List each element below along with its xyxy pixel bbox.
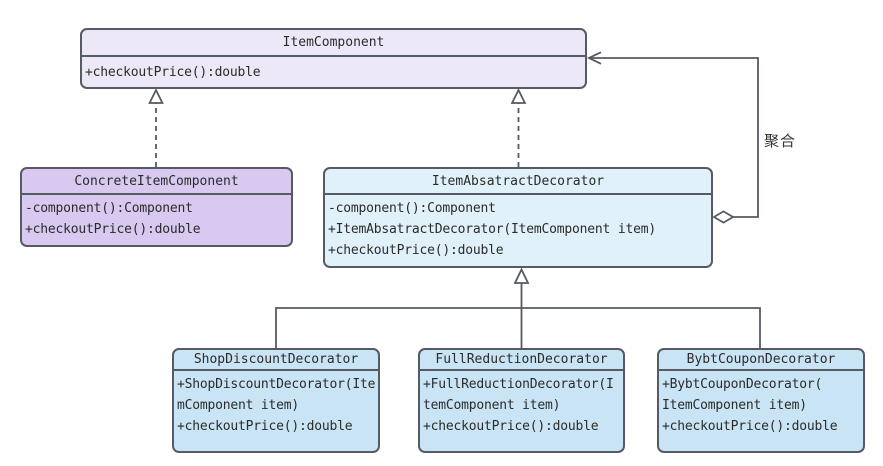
class-member: temComponent item): [423, 398, 561, 413]
class-member: -component():Component: [25, 201, 193, 216]
class-member: -component():Component: [328, 201, 496, 216]
class-member: +FullReductionDecorator(I: [423, 377, 614, 392]
class-member: +BybtCouponDecorator(: [662, 377, 823, 392]
class-members: +ShopDiscountDecorator(Ite mComponent it…: [174, 371, 378, 437]
class-title: ItemComponent: [82, 30, 585, 57]
class-title: FullReductionDecorator: [420, 350, 623, 371]
class-box-bybt-coupon-decorator: BybtCouponDecorator +BybtCouponDecorator…: [657, 348, 865, 453]
class-title: ConcreteItemComponent: [22, 169, 291, 195]
generalization-tree: [275, 267, 761, 348]
class-members: +BybtCouponDecorator( ItemComponent item…: [659, 371, 863, 437]
realization-arrow-concrete-to-component: [148, 87, 164, 167]
class-member: +checkoutPrice():double: [177, 419, 353, 434]
class-member: +checkoutPrice():double: [423, 419, 599, 434]
class-members: +FullReductionDecorator(I temComponent i…: [420, 371, 623, 437]
class-title: ShopDiscountDecorator: [174, 350, 378, 371]
class-member: +checkoutPrice():double: [662, 419, 838, 434]
aggregation-label: 聚合: [764, 132, 797, 150]
class-member: +checkoutPrice():double: [85, 65, 261, 80]
class-member: +ItemAbsatractDecorator(ItemComponent it…: [328, 222, 656, 237]
class-member: mComponent item): [177, 398, 300, 413]
class-member: +checkoutPrice():double: [25, 222, 201, 237]
class-member: ItemComponent item): [662, 398, 807, 413]
class-box-concrete-item-component: ConcreteItemComponent -component():Compo…: [20, 167, 293, 247]
class-box-full-reduction-decorator: FullReductionDecorator +FullReductionDec…: [418, 348, 625, 453]
aggregation-connector: [586, 51, 759, 224]
class-title: BybtCouponDecorator: [659, 350, 863, 371]
class-members: +checkoutPrice():double: [82, 57, 585, 85]
class-box-shop-discount-decorator: ShopDiscountDecorator +ShopDiscountDecor…: [172, 348, 380, 453]
class-box-item-component: ItemComponent +checkoutPrice():double: [80, 28, 587, 89]
class-member: +ShopDiscountDecorator(Ite: [177, 377, 376, 392]
class-member: +checkoutPrice():double: [328, 243, 504, 258]
class-members: -component():Component +checkoutPrice():…: [22, 195, 291, 240]
class-box-item-absatract-decorator: ItemAbsatractDecorator -component():Comp…: [323, 167, 713, 268]
realization-arrow-decorator-to-component: [510, 87, 527, 167]
class-members: -component():Component +ItemAbsatractDec…: [325, 195, 711, 261]
class-title: ItemAbsatractDecorator: [325, 169, 711, 195]
